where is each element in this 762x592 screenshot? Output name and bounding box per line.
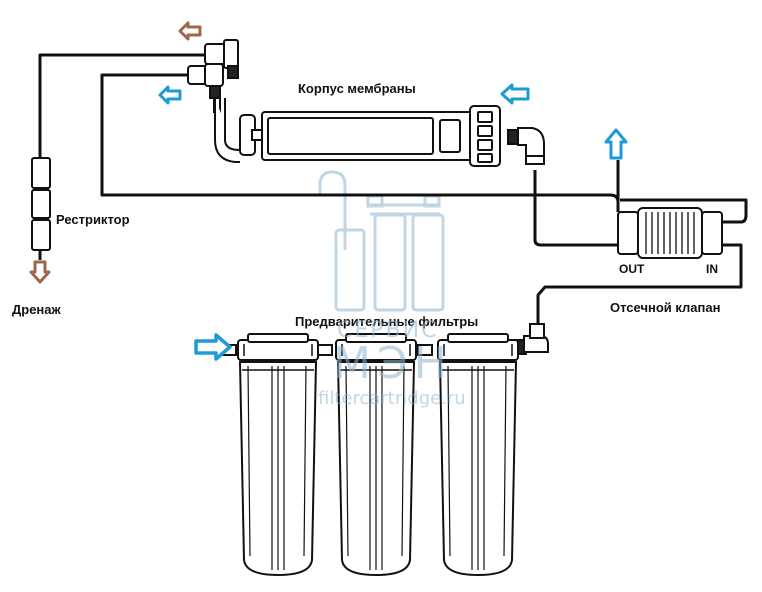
arrow-right-icon bbox=[194, 333, 232, 361]
valve-out-label: OUT bbox=[619, 262, 645, 276]
valve-in-label: IN bbox=[706, 262, 718, 276]
membrane-inlet-fitting bbox=[507, 127, 545, 165]
watermark-line1: СЕРВИС bbox=[337, 318, 439, 343]
watermark-line3: filtercartridge.ru bbox=[318, 388, 466, 409]
restrictor bbox=[31, 157, 51, 251]
prefilter-housings bbox=[237, 333, 519, 577]
watermark-logo bbox=[318, 170, 445, 312]
arrow-left-icon bbox=[158, 85, 182, 105]
restrictor-label: Рестриктор bbox=[56, 212, 130, 227]
prefilter-outlet-fitting bbox=[513, 323, 549, 355]
arrow-down-icon bbox=[29, 260, 51, 284]
shutoff-valve-label: Отсечной клапан bbox=[610, 300, 721, 315]
prefilter-housing-3 bbox=[437, 333, 519, 577]
arrow-up-icon bbox=[604, 128, 628, 160]
shutoff-valve bbox=[617, 207, 723, 259]
outlet-fitting bbox=[187, 63, 224, 113]
drain-label: Дренаж bbox=[12, 302, 61, 317]
membrane-housing bbox=[214, 98, 501, 167]
membrane-housing-label: Корпус мембраны bbox=[298, 81, 416, 96]
watermark-line2: МЭН bbox=[333, 338, 453, 389]
tubing bbox=[38, 53, 748, 332]
prefilters-label: Предварительные фильтры bbox=[295, 314, 479, 329]
prefilter-housing-2 bbox=[335, 333, 417, 577]
drain-fitting bbox=[204, 39, 239, 79]
arrow-left-icon bbox=[500, 83, 530, 105]
prefilter-housing-1 bbox=[237, 333, 319, 577]
arrow-left-icon bbox=[178, 21, 202, 41]
